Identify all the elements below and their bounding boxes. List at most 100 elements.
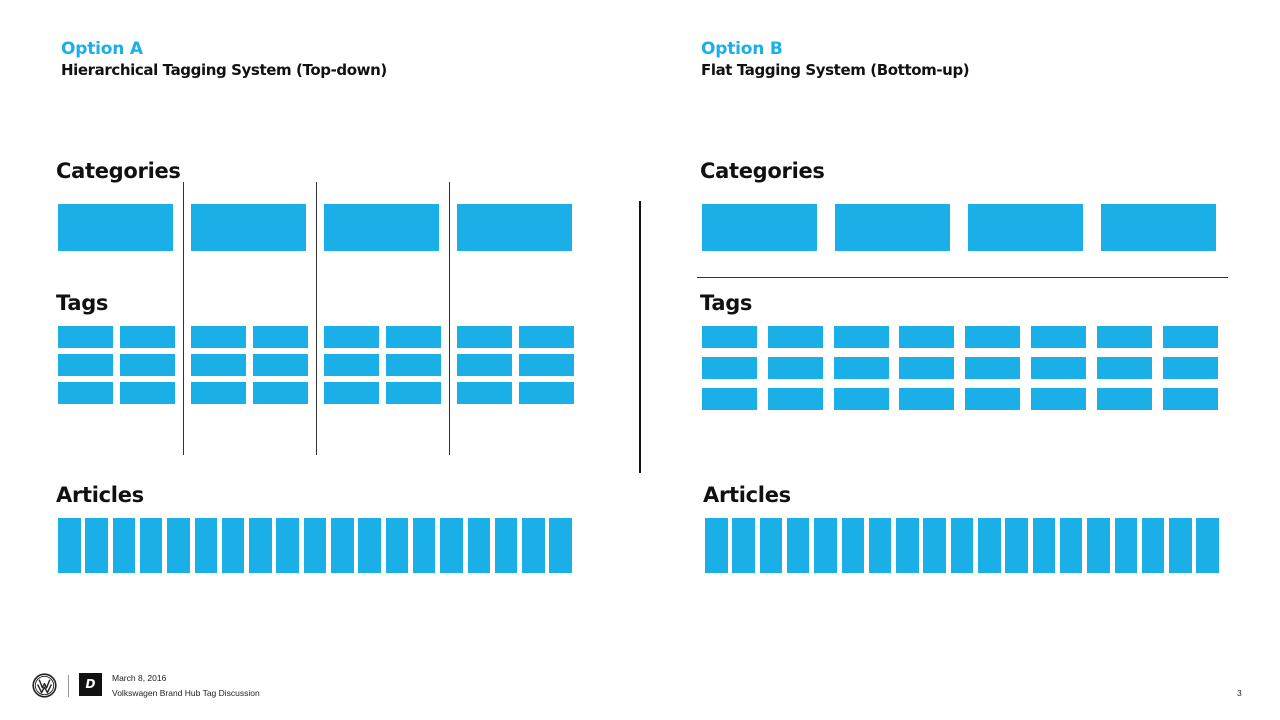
article-box xyxy=(221,518,245,573)
article-box xyxy=(868,518,892,573)
footer-date: March 8, 2016 xyxy=(112,673,167,683)
category-box xyxy=(457,204,572,251)
article-box xyxy=(1114,518,1137,573)
article-box xyxy=(978,518,1001,573)
tag-box xyxy=(386,326,441,348)
article-box xyxy=(705,518,728,573)
tag-box xyxy=(519,382,574,404)
tag-box xyxy=(965,357,1021,379)
article-box xyxy=(331,518,354,573)
option-a-categories-heading: Categories xyxy=(56,159,181,183)
option-a-diagram xyxy=(0,0,640,600)
option-b-label: Option B xyxy=(701,39,783,59)
category-box xyxy=(324,204,439,251)
article-box xyxy=(759,518,783,573)
category-column-divider xyxy=(449,182,450,455)
article-box xyxy=(85,518,108,573)
tag-box xyxy=(767,326,823,348)
article-box xyxy=(1169,518,1192,573)
tag-box xyxy=(253,382,308,404)
tag-box xyxy=(58,354,113,376)
article-box xyxy=(385,518,409,573)
article-box xyxy=(549,518,572,573)
article-box xyxy=(896,518,919,573)
category-box xyxy=(702,204,817,251)
tag-box xyxy=(833,357,889,379)
article-box xyxy=(194,518,217,573)
tag-box xyxy=(120,326,175,348)
tag-box xyxy=(767,357,823,379)
footer-title: Volkswagen Brand Hub Tag Discussion xyxy=(112,688,260,698)
article-box xyxy=(814,518,837,573)
article-box xyxy=(923,518,946,573)
tag-box xyxy=(457,326,512,348)
article-box xyxy=(249,518,272,573)
category-box xyxy=(58,204,173,251)
article-box xyxy=(494,518,518,573)
tag-box xyxy=(1096,326,1152,348)
article-box xyxy=(440,518,463,573)
tag-box xyxy=(702,388,757,410)
tag-box xyxy=(191,354,246,376)
option-divider xyxy=(639,201,641,473)
tag-box xyxy=(965,326,1021,348)
option-b-tags-heading: Tags xyxy=(700,291,753,315)
tag-box xyxy=(1031,326,1086,348)
brand-mark-icon: D xyxy=(79,673,102,696)
option-b-separator xyxy=(697,277,1228,278)
brand-mark-letter: D xyxy=(85,677,96,691)
article-box xyxy=(358,518,381,573)
tag-box xyxy=(324,326,379,348)
footer-divider xyxy=(68,675,69,697)
tag-box xyxy=(386,354,441,376)
article-box xyxy=(1032,518,1056,573)
tag-box xyxy=(457,354,512,376)
article-box xyxy=(1059,518,1083,573)
article-box xyxy=(467,518,490,573)
article-box xyxy=(1141,518,1165,573)
tag-box xyxy=(386,382,441,404)
tag-box xyxy=(253,326,308,348)
tag-box xyxy=(1162,326,1218,348)
option-a-articles-heading: Articles xyxy=(56,483,144,507)
tag-box xyxy=(1162,357,1218,379)
article-box xyxy=(522,518,545,573)
tag-box xyxy=(1162,388,1218,410)
tag-box xyxy=(1031,388,1086,410)
tag-box xyxy=(833,388,889,410)
article-box xyxy=(139,518,163,573)
tag-box xyxy=(120,382,175,404)
article-box xyxy=(732,518,755,573)
tag-box xyxy=(702,357,757,379)
tag-box xyxy=(899,388,955,410)
category-box xyxy=(191,204,306,251)
tag-box xyxy=(457,382,512,404)
category-box xyxy=(1101,204,1216,251)
article-box xyxy=(58,518,81,573)
article-box xyxy=(1005,518,1028,573)
tag-box xyxy=(191,382,246,404)
vw-logo-icon xyxy=(32,673,57,698)
tag-box xyxy=(1031,357,1086,379)
article-box xyxy=(276,518,299,573)
article-box xyxy=(112,518,136,573)
article-box xyxy=(1196,518,1219,573)
tag-box xyxy=(965,388,1021,410)
category-box xyxy=(835,204,950,251)
tag-box xyxy=(120,354,175,376)
category-column-divider xyxy=(183,182,184,455)
option-b-subtitle: Flat Tagging System (Bottom-up) xyxy=(701,61,970,79)
option-a-tags-heading: Tags xyxy=(56,291,109,315)
category-box xyxy=(968,204,1083,251)
page-number: 3 xyxy=(1237,688,1242,698)
option-b-articles-heading: Articles xyxy=(703,483,791,507)
article-box xyxy=(1087,518,1110,573)
category-column-divider xyxy=(316,182,317,455)
article-box xyxy=(841,518,864,573)
tag-box xyxy=(324,382,379,404)
tag-box xyxy=(899,326,955,348)
tag-box xyxy=(519,354,574,376)
tag-box xyxy=(702,326,757,348)
option-b-categories-heading: Categories xyxy=(700,159,825,183)
option-a-subtitle: Hierarchical Tagging System (Top-down) xyxy=(61,61,387,79)
